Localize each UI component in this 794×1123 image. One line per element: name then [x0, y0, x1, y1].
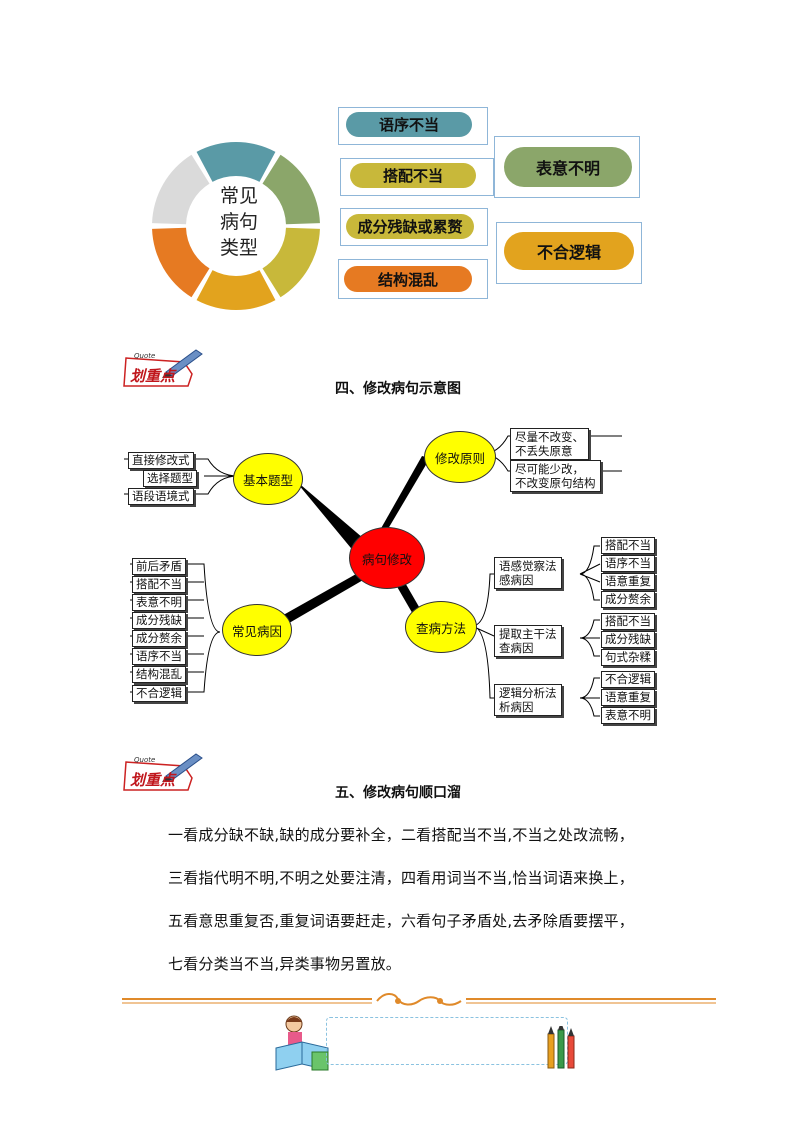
- pill-structure-chaos: 结构混乱: [344, 266, 472, 292]
- badge-text: 划重点: [130, 771, 176, 789]
- method-line: 查病因: [499, 641, 534, 655]
- common-item: 前后矛盾: [132, 558, 186, 575]
- common-item: 成分残缺: [132, 612, 186, 629]
- basic-item: 直接修改式: [128, 452, 194, 469]
- node-label: 基本题型: [242, 472, 293, 488]
- common-item: 表意不明: [132, 594, 186, 611]
- center-node-label: 病句修改: [361, 551, 412, 567]
- ring-segment: [152, 154, 210, 225]
- check-method: 逻辑分析法 析病因: [494, 684, 562, 716]
- common-item: 搭配不当: [132, 576, 186, 593]
- pill-missing-component: 成分残缺或累赘: [346, 214, 474, 239]
- pill-word-order: 语序不当: [346, 112, 472, 137]
- type-ring-chart: [152, 142, 320, 310]
- node-basic-types: 基本题型: [233, 453, 303, 505]
- pill-label: 语序不当: [378, 116, 439, 134]
- principle-item: 尽量不改变、 不丢失原意: [510, 428, 589, 460]
- node-check-method: 查病方法: [405, 601, 477, 653]
- pill-collocation: 搭配不当: [350, 163, 476, 188]
- node-label: 常见病因: [231, 623, 282, 639]
- ring-segment: [196, 142, 276, 182]
- check-item: 搭配不当: [601, 613, 655, 630]
- pill-unclear-meaning: 表意不明: [504, 147, 632, 187]
- pill-label: 搭配不当: [382, 167, 443, 185]
- principle-line: 不丢失原意: [515, 444, 573, 458]
- method-line: 逻辑分析法: [499, 686, 557, 700]
- principle-item: 尽可能少改， 不改变原句结构: [510, 460, 601, 492]
- ring-label-line-3: 类型: [219, 237, 258, 259]
- ring-label-line-1: 常见: [219, 185, 258, 207]
- ring-segment: [196, 270, 276, 310]
- pen-icon: [123, 753, 203, 791]
- common-item: 不合逻辑: [132, 685, 186, 702]
- node-common-causes: 常见病因: [222, 604, 292, 656]
- common-item: 成分赘余: [132, 630, 186, 647]
- ring-label-line-2: 病句: [219, 211, 258, 233]
- check-item: 成分赘余: [601, 591, 655, 608]
- reading-girl-icon: [275, 1015, 329, 1071]
- rhyme-line: 三看指代明不明,不明之处要注清，四看用词当不当,恰当词语来换上，: [168, 869, 634, 887]
- ring-center-label: 常见 病句 类型: [198, 183, 280, 261]
- section5-title: 五、修改病句顺口溜: [335, 785, 461, 801]
- pill-label: 不合逻辑: [536, 243, 601, 262]
- method-line: 感病因: [499, 573, 534, 587]
- common-item: 语序不当: [132, 648, 186, 665]
- basic-item: 语段语境式: [128, 488, 194, 505]
- node-label: 修改原则: [434, 450, 485, 466]
- rhyme-line: 一看成分缺不缺,缺的成分要补全，二看搭配当不当,不当之处改流畅，: [168, 826, 634, 844]
- check-item: 句式杂糅: [601, 649, 655, 666]
- pen-icon: [123, 349, 203, 387]
- ring-segment: [152, 227, 210, 298]
- mindmap-center-node: 病句修改: [349, 527, 425, 589]
- method-line: 提取主干法: [499, 627, 557, 641]
- common-item: 结构混乱: [132, 666, 186, 683]
- pill-label: 结构混乱: [377, 270, 438, 289]
- pill-frame: [338, 259, 488, 299]
- principle-line: 不改变原句结构: [515, 476, 596, 490]
- method-line: 析病因: [499, 700, 534, 714]
- highlight-badge: Quote 划重点: [118, 344, 206, 392]
- ring-segment: [262, 227, 320, 298]
- pill-frame: [494, 136, 640, 198]
- node-revision-principle: 修改原则: [424, 431, 496, 483]
- check-item: 成分残缺: [601, 631, 655, 648]
- method-line: 语感觉察法: [499, 559, 557, 573]
- pill-frame: [496, 222, 642, 284]
- pill-frame: [338, 107, 488, 145]
- ornament-divider: [122, 993, 716, 1006]
- check-method: 提取主干法 查病因: [494, 625, 562, 657]
- check-item: 不合逻辑: [601, 671, 655, 688]
- highlight-badge: Quote 划重点: [118, 748, 206, 796]
- principle-line: 尽量不改变、: [515, 430, 584, 444]
- check-item: 搭配不当: [601, 537, 655, 554]
- dotted-note-box: [326, 1017, 568, 1065]
- check-item: 表意不明: [601, 707, 655, 724]
- pencils-icon: [547, 1026, 575, 1069]
- rhyme-line: 七看分类当不当,异类事物另置放。: [168, 955, 401, 973]
- badge-quote-text: Quote: [134, 756, 156, 764]
- check-item: 语意重复: [601, 689, 655, 706]
- badge-text: 划重点: [130, 367, 176, 385]
- pill-frame: [340, 208, 488, 246]
- rhyme-line: 五看意思重复否,重复词语要赶走，六看句子矛盾处,去矛除盾要摆平，: [168, 912, 634, 930]
- basic-item: 选择题型: [143, 470, 197, 487]
- section4-title: 四、修改病句示意图: [335, 381, 461, 397]
- check-method: 语感觉察法 感病因: [494, 557, 562, 589]
- ring-segments: [152, 142, 320, 310]
- pill-label: 表意不明: [535, 159, 600, 178]
- pill-label: 成分残缺或累赘: [357, 218, 463, 236]
- check-item: 语意重复: [601, 573, 655, 590]
- ring-segment: [262, 154, 320, 225]
- principle-line: 尽可能少改，: [515, 462, 584, 476]
- node-label: 查病方法: [415, 620, 466, 636]
- check-item: 语序不当: [601, 555, 655, 572]
- pill-frame: [340, 158, 494, 196]
- pill-illogical: 不合逻辑: [504, 232, 634, 270]
- badge-quote-text: Quote: [134, 352, 156, 360]
